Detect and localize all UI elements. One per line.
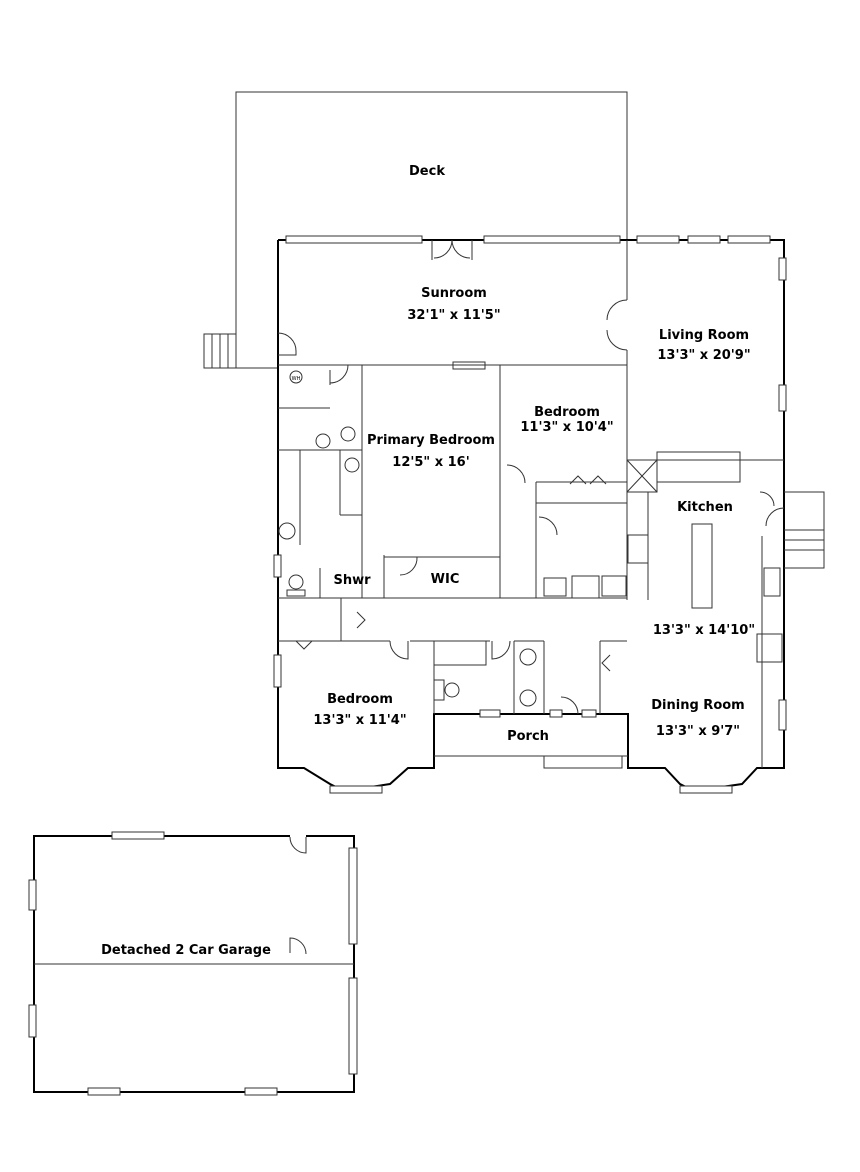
deck-label: Deck <box>409 164 445 179</box>
fixtures: WH <box>278 370 825 707</box>
living-room-label: Living Room <box>659 328 749 343</box>
garage <box>28 831 358 1096</box>
primary-bedroom-size: 12'5" x 16' <box>392 455 469 470</box>
water-heater-label: WH <box>292 376 301 382</box>
interior-walls <box>278 240 784 769</box>
deck <box>203 91 628 369</box>
bedroom-3-size: 13'3" x 11'4" <box>313 713 406 728</box>
sunroom-size: 32'1" x 11'5" <box>407 308 500 323</box>
bedroom-3-label: Bedroom <box>327 692 393 707</box>
shower-label: Shwr <box>333 573 371 588</box>
porch-label: Porch <box>507 729 549 744</box>
dining-room-size: 13'3" x 9'7" <box>656 724 740 739</box>
bedroom-size: 11'3" x 10'4" <box>520 420 613 435</box>
bedroom-label: Bedroom <box>534 405 600 420</box>
wic-label: WIC <box>431 572 460 587</box>
kitchen-size: 13'3" x 14'10" <box>653 623 755 638</box>
living-room-size: 13'3" x 20'9" <box>657 348 750 363</box>
garage-label: Detached 2 Car Garage <box>101 943 271 958</box>
primary-bedroom-label: Primary Bedroom <box>367 433 495 448</box>
doors <box>277 239 785 955</box>
sunroom-label: Sunroom <box>421 286 487 301</box>
dining-room-label: Dining Room <box>651 698 744 713</box>
room-labels: Deck Sunroom 32'1" x 11'5" Living Room 1… <box>101 164 755 958</box>
kitchen-label: Kitchen <box>677 500 733 515</box>
house-exterior-walls <box>273 235 787 794</box>
